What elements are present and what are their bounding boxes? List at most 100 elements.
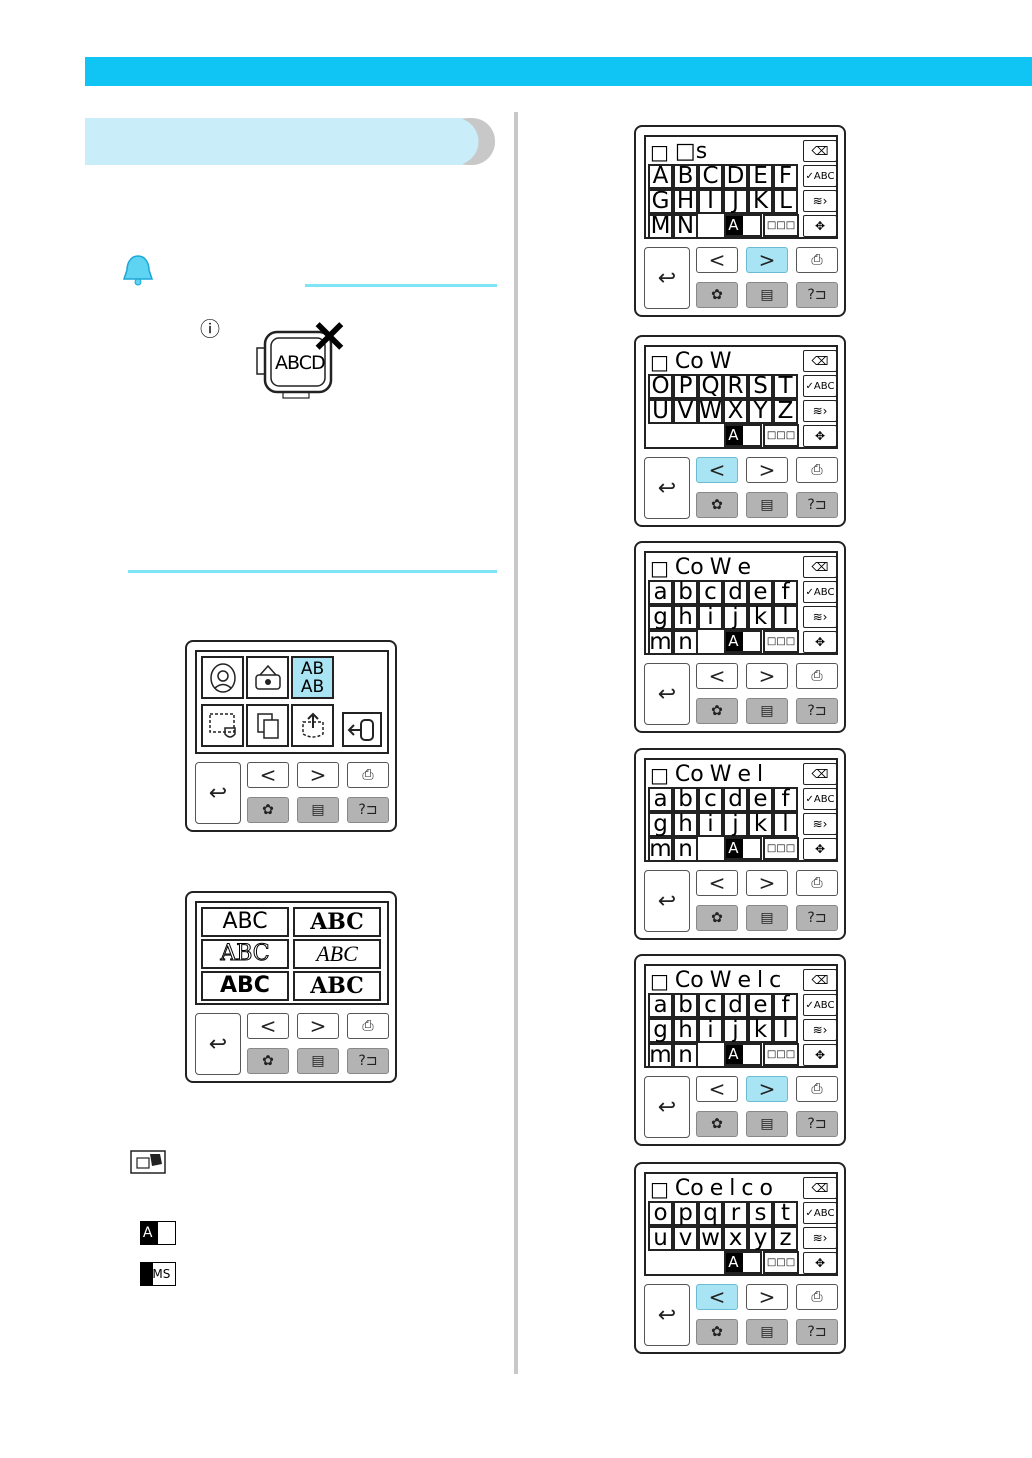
char-key[interactable]: a: [648, 580, 673, 605]
side-button-1[interactable]: ⌫: [803, 969, 836, 991]
side-button-2[interactable]: ✓ABC: [803, 788, 836, 810]
char-key[interactable]: b: [673, 580, 698, 605]
help-button[interactable]: ?⊐: [796, 282, 838, 308]
char-key[interactable]: m: [648, 1042, 673, 1068]
prev-button[interactable]: <: [696, 1076, 738, 1102]
char-key[interactable]: N: [673, 214, 698, 237]
next-button[interactable]: >: [746, 457, 788, 483]
char-key[interactable]: d: [723, 993, 748, 1018]
char-key[interactable]: h: [673, 1018, 698, 1043]
char-key[interactable]: S: [748, 374, 773, 399]
side-button-4[interactable]: ✥: [803, 425, 836, 447]
char-key[interactable]: l: [773, 605, 798, 630]
embroidery-button[interactable]: ✿: [696, 905, 738, 931]
char-key[interactable]: e: [748, 993, 773, 1018]
char-key[interactable]: n: [673, 1043, 698, 1066]
settings-button[interactable]: ▤: [746, 905, 788, 931]
size-toggle-button[interactable]: □□□: [763, 214, 799, 237]
char-key[interactable]: L: [773, 189, 798, 214]
char-key[interactable]: d: [723, 580, 748, 605]
next-button[interactable]: >: [746, 247, 788, 273]
side-button-4[interactable]: ✥: [803, 631, 836, 653]
font-button-6[interactable]: ABC: [293, 971, 381, 1001]
char-key[interactable]: V: [673, 399, 698, 424]
next-button[interactable]: >: [746, 663, 788, 689]
side-button-2[interactable]: ✓ABC: [803, 994, 836, 1016]
char-key[interactable]: U: [648, 399, 673, 424]
set-button[interactable]: ⎙: [796, 1284, 838, 1310]
pocket-button[interactable]: [291, 704, 334, 747]
prev-button[interactable]: <: [696, 247, 738, 273]
char-key[interactable]: j: [723, 812, 748, 837]
char-key[interactable]: i: [698, 1018, 723, 1043]
char-key[interactable]: b: [673, 787, 698, 812]
char-key[interactable]: J: [723, 189, 748, 214]
char-key[interactable]: e: [748, 787, 773, 812]
embroidery-button[interactable]: ✿: [696, 1319, 738, 1345]
char-key[interactable]: q: [698, 1201, 723, 1226]
embroidery-button[interactable]: ✿: [696, 1111, 738, 1137]
embroidery-button[interactable]: ✿: [247, 1048, 289, 1074]
side-button-1[interactable]: ⌫: [803, 350, 836, 372]
font-button-5[interactable]: ABC: [201, 971, 289, 1001]
char-key[interactable]: k: [748, 605, 773, 630]
side-button-1[interactable]: ⌫: [803, 140, 836, 162]
char-key[interactable]: g: [648, 605, 673, 630]
next-button[interactable]: >: [297, 1013, 339, 1039]
char-key[interactable]: F: [773, 164, 798, 189]
side-button-1[interactable]: ⌫: [803, 763, 836, 785]
back-button[interactable]: ↩: [644, 870, 690, 932]
side-button-3[interactable]: ≋›: [803, 400, 836, 422]
char-key[interactable]: p: [673, 1201, 698, 1226]
back-button[interactable]: ↩: [644, 663, 690, 725]
char-key[interactable]: a: [648, 787, 673, 812]
char-key[interactable]: B: [673, 164, 698, 189]
font-button-1[interactable]: ABC: [201, 907, 289, 937]
case-toggle-button[interactable]: Aa: [724, 1251, 762, 1274]
size-toggle-button[interactable]: □□□: [763, 837, 799, 860]
set-button[interactable]: ⎙: [796, 870, 838, 896]
char-key[interactable]: b: [673, 993, 698, 1018]
side-button-4[interactable]: ✥: [803, 215, 836, 237]
char-key[interactable]: k: [748, 1018, 773, 1043]
char-key[interactable]: c: [698, 993, 723, 1018]
settings-button[interactable]: ▤: [297, 1048, 339, 1074]
char-key[interactable]: I: [698, 189, 723, 214]
font-button-3[interactable]: ABC: [201, 939, 289, 969]
side-button-2[interactable]: ✓ABC: [803, 1202, 836, 1224]
side-button-3[interactable]: ≋›: [803, 813, 836, 835]
char-key[interactable]: Q: [698, 374, 723, 399]
char-key[interactable]: h: [673, 812, 698, 837]
char-key[interactable]: k: [748, 812, 773, 837]
case-toggle-button[interactable]: Aa: [724, 1043, 762, 1066]
alphabet-category-button[interactable]: AB AB: [291, 656, 334, 699]
char-key[interactable]: f: [773, 993, 798, 1018]
help-button[interactable]: ?⊐: [347, 1048, 389, 1074]
char-key[interactable]: K: [748, 189, 773, 214]
side-button-3[interactable]: ≋›: [803, 1019, 836, 1041]
case-toggle-button[interactable]: Aa: [724, 424, 762, 447]
prev-button[interactable]: <: [696, 457, 738, 483]
next-button[interactable]: >: [746, 1284, 788, 1310]
back-button[interactable]: ↩: [644, 247, 690, 309]
char-key[interactable]: f: [773, 580, 798, 605]
char-key[interactable]: l: [773, 1018, 798, 1043]
side-button-3[interactable]: ≋›: [803, 1227, 836, 1249]
help-button[interactable]: ?⊐: [796, 698, 838, 724]
size-toggle-button[interactable]: □□□: [763, 630, 799, 653]
char-key[interactable]: P: [673, 374, 698, 399]
embroidery-button[interactable]: ✿: [696, 492, 738, 518]
help-button[interactable]: ?⊐: [796, 1111, 838, 1137]
char-key[interactable]: v: [673, 1226, 698, 1251]
back-button[interactable]: ↩: [195, 1013, 241, 1075]
side-button-3[interactable]: ≋›: [803, 190, 836, 212]
char-key[interactable]: h: [673, 605, 698, 630]
char-key[interactable]: M: [648, 214, 673, 237]
help-button[interactable]: ?⊐: [796, 905, 838, 931]
side-button-4[interactable]: ✥: [803, 1044, 836, 1066]
embroidery-button[interactable]: ✿: [247, 797, 289, 823]
char-key[interactable]: X: [723, 399, 748, 424]
side-button-2[interactable]: ✓ABC: [803, 375, 836, 397]
char-key[interactable]: A: [648, 164, 673, 189]
char-key[interactable]: g: [648, 1018, 673, 1043]
